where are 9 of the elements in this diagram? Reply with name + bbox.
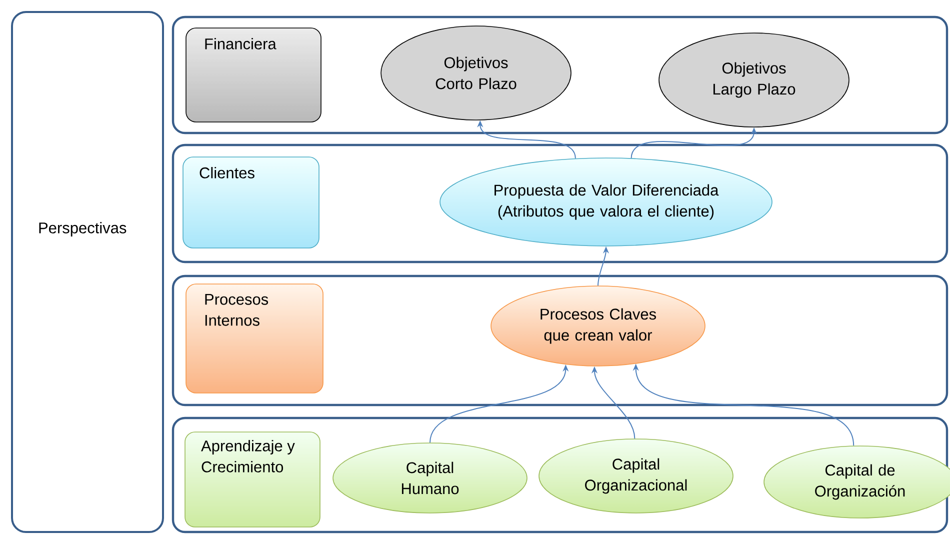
label-box: Aprendizaje y Crecimiento [184, 432, 320, 528]
label-box: Procesos Internos [186, 284, 324, 394]
label-box: Financiera [186, 28, 322, 122]
row-band [172, 144, 948, 264]
label-box: Perspectivas [11, 11, 164, 533]
row-band [172, 274, 948, 406]
row-band [172, 416, 948, 534]
label-box: Clientes [182, 156, 320, 248]
row-band [172, 16, 948, 134]
